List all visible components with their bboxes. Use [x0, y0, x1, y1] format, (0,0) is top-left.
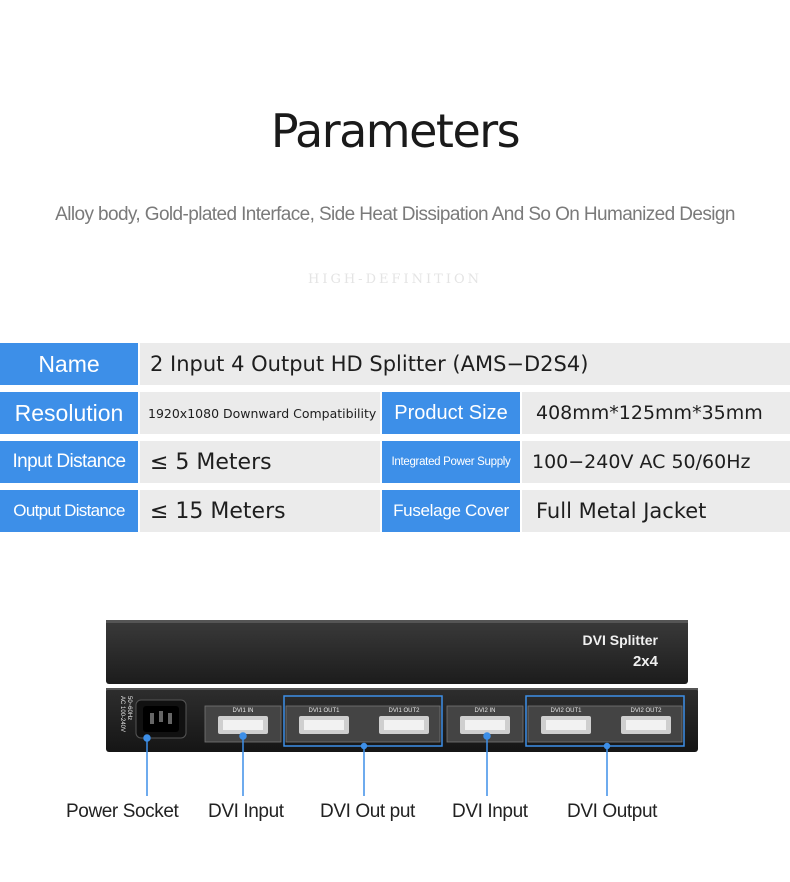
spec-value-input-distance: ≤ 5 Meters: [140, 441, 380, 483]
spec-value-resolution: 1920x1080 Downward Compatibility: [140, 392, 380, 434]
spec-label-resolution: Resolution: [0, 392, 138, 434]
spec-label-fuselage-cover: Fuselage Cover: [382, 490, 520, 532]
caption-dvi-input-2: DVI Input: [452, 801, 528, 822]
svg-text:DVI2 OUT1: DVI2 OUT1: [550, 708, 582, 714]
caption-power-socket: Power Socket: [66, 801, 179, 822]
spec-label-name: Name: [0, 343, 138, 385]
svg-text:DVI2 IN: DVI2 IN: [474, 708, 495, 714]
svg-text:DVI1 IN: DVI1 IN: [232, 708, 253, 714]
device-photo: DVI Splitter 2x4 AC 100-240V 50~60Hz DVI…: [106, 620, 698, 796]
spec-value-output-distance: ≤ 15 Meters: [140, 490, 380, 532]
device-front-panel: DVI Splitter 2x4: [106, 620, 688, 684]
svg-text:DVI2 OUT2: DVI2 OUT2: [630, 708, 662, 714]
caption-dvi-output-2: DVI Output: [567, 801, 657, 822]
device-rear-panel: AC 100-240V 50~60Hz DVI1 IN DVI1 OUT1 DV…: [106, 688, 698, 752]
device-brand-line1: DVI Splitter: [583, 632, 659, 648]
spec-value-name: 2 Input 4 Output HD Splitter (AMS−D2S4): [140, 343, 790, 385]
spec-value-power-supply: 100−240V AC 50/60Hz: [522, 441, 790, 483]
spec-value-product-size: 408mm*125mm*35mm: [522, 392, 790, 434]
spec-label-input-distance: Input Distance: [0, 441, 138, 483]
watermark-text: HIGH-DEFINITION: [307, 272, 482, 287]
spec-value-fuselage-cover: Full Metal Jacket: [522, 490, 790, 532]
svg-text:DVI1 OUT1: DVI1 OUT1: [308, 708, 340, 714]
spec-label-power-supply: Integrated Power Supply: [382, 441, 520, 483]
spec-label-output-distance: Output Distance: [0, 490, 138, 532]
dvi1-out-ports: DVI1 OUT1 DVI1 OUT2: [285, 705, 441, 743]
caption-dvi-input-1: DVI Input: [208, 801, 284, 822]
callout-lines: [143, 732, 611, 796]
caption-dvi-output-1: DVI Out put: [320, 801, 415, 822]
power-rating-text: AC 100-240V 50~60Hz: [119, 696, 132, 734]
power-socket-icon: [135, 699, 187, 739]
dvi2-out-ports: DVI2 OUT1 DVI2 OUT2: [527, 705, 683, 743]
page-subtitle: Alloy body, Gold-plated Interface, Side …: [55, 204, 735, 225]
spec-label-product-size: Product Size: [382, 392, 520, 434]
page-title: Parameters: [270, 104, 521, 158]
device-brand-line2: 2x4: [633, 653, 659, 670]
svg-text:DVI1 OUT2: DVI1 OUT2: [388, 708, 420, 714]
